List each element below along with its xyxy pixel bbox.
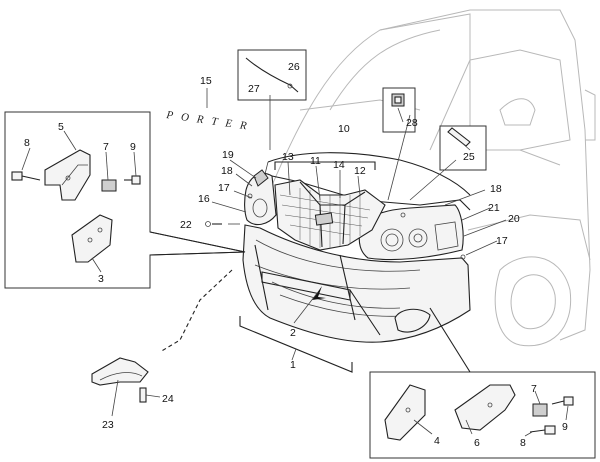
callout-12: 12 (354, 165, 366, 177)
front-grille (274, 179, 386, 251)
callout-16: 16 (198, 193, 210, 205)
detail-box-bushing (439, 125, 487, 171)
callout-9-right: 9 (562, 421, 568, 433)
callout-23: 23 (102, 419, 114, 431)
bracket-10 (274, 161, 376, 170)
callout-25: 25 (463, 151, 475, 163)
fasteners (205, 193, 466, 260)
callout-6-right: 6 (474, 437, 480, 449)
callout-21: 21 (488, 202, 500, 214)
leader-lines (21, 88, 569, 437)
callout-28: 28 (406, 117, 418, 129)
callout-20: 20 (508, 213, 520, 225)
porter-lettering: PORTER (165, 109, 256, 133)
tow-hook-assembly (91, 269, 233, 403)
callout-8-left: 8 (24, 137, 30, 149)
callout-17-left: 17 (218, 182, 230, 194)
callout-9-left: 9 (130, 141, 136, 153)
callout-7-right: 7 (531, 383, 537, 395)
left-headlamp (244, 169, 277, 226)
callout-19: 19 (222, 149, 234, 161)
callout-18-right: 18 (490, 183, 502, 195)
callout-17-right: 17 (496, 235, 508, 247)
vehicle-body-outline (269, 9, 596, 347)
callout-labels: 1 2 3 4 5 6 7 7 8 8 9 9 10 11 12 13 14 1… (24, 61, 568, 449)
callout-18-left: 18 (221, 165, 233, 177)
pointer-arrow (312, 286, 326, 300)
callout-24: 24 (162, 393, 174, 405)
callout-10: 10 (338, 123, 350, 135)
callout-5: 5 (58, 121, 64, 133)
callout-13: 13 (282, 151, 294, 163)
callout-15: 15 (200, 75, 212, 87)
callout-4: 4 (434, 435, 440, 447)
leader-1 (291, 348, 297, 361)
callout-3: 3 (98, 273, 104, 285)
porter-emblem: PORTER (165, 109, 256, 133)
detail-box-washer (237, 49, 307, 101)
callout-7-left: 7 (103, 141, 109, 153)
callout-1: 1 (290, 359, 296, 371)
front-bumper (242, 224, 471, 343)
detail-box-clip (382, 87, 416, 133)
callout-11: 11 (310, 155, 321, 167)
right-headlamp (358, 204, 464, 261)
callout-8-right: 8 (520, 437, 526, 449)
left-inset-panel (4, 111, 246, 289)
callout-27: 27 (248, 83, 260, 95)
callout-22: 22 (180, 219, 192, 231)
right-inset-panel (369, 307, 596, 459)
callout-2: 2 (290, 327, 296, 339)
callout-14: 14 (333, 159, 345, 171)
callout-26: 26 (288, 61, 300, 73)
